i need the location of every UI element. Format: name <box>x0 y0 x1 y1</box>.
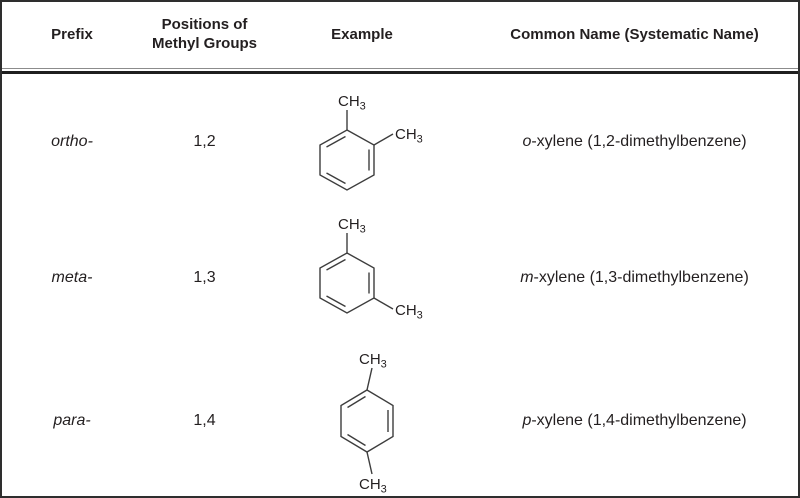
table-row-para: para- 1,4 CH3 CH3 p-xylene (1,4-dimethyl… <box>2 345 798 496</box>
double-bond <box>326 172 346 185</box>
double-bond <box>326 294 346 307</box>
double-bond <box>347 433 366 446</box>
methyl-label: CH3 <box>338 216 366 236</box>
common-name-para: p-xylene (1,4-dimethylbenzene) <box>457 412 798 430</box>
header-example: Example <box>331 25 393 43</box>
methyl-bond-position-4 <box>366 451 373 474</box>
prefix-para: para- <box>53 411 91 429</box>
double-bond <box>347 395 366 408</box>
name-rest: -xylene (1,3-dimethylbenzene) <box>533 268 749 286</box>
methyl-bond-position-2 <box>373 133 394 146</box>
methyl-label: CH3 <box>395 302 423 322</box>
name-italic-letter: p <box>522 411 532 429</box>
positions-1-4: 1,4 <box>193 411 216 429</box>
common-name-meta: m-xylene (1,3-dimethylbenzene) <box>457 269 798 287</box>
methyl-bond-position-1 <box>366 367 373 390</box>
common-name-ortho: o-xylene (1,2-dimethylbenzene) <box>457 133 798 151</box>
header-common-name: Common Name (Systematic Name) <box>510 25 759 43</box>
divider-thin-line <box>2 68 798 69</box>
benzene-structure-ortho: CH3 CH3 <box>319 93 423 191</box>
example-cell-meta: CH3 CH3 <box>267 213 457 343</box>
name-rest: -xylene (1,2-dimethylbenzene) <box>531 133 747 150</box>
positions-1-3: 1,3 <box>193 268 216 286</box>
benzene-ring <box>319 251 375 314</box>
benzene-structure-para: CH3 CH3 <box>340 351 394 496</box>
double-bond <box>326 135 346 148</box>
prefix-ortho: ortho- <box>51 133 93 150</box>
table-row-meta: meta- 1,3 CH3 CH3 m-xylene (1,3-dimethyl… <box>2 210 798 345</box>
double-bond <box>326 258 346 271</box>
methyl-bond-position-3 <box>373 296 394 310</box>
example-cell-ortho: CH3 CH3 <box>267 74 457 210</box>
positions-1-2: 1,2 <box>193 133 216 150</box>
methyl-label: CH3 <box>359 351 387 371</box>
methyl-label: CH3 <box>338 93 366 113</box>
benzene-ring <box>319 129 375 191</box>
benzene-ring <box>340 388 394 453</box>
divider-gap <box>2 69 798 71</box>
divider-thick-line <box>2 71 798 74</box>
header-divider <box>2 68 798 74</box>
name-rest: -xylene (1,4-dimethylbenzene) <box>531 411 747 429</box>
benzene-structure-meta: CH3 CH3 <box>319 216 423 322</box>
methyl-label: CH3 <box>359 476 387 496</box>
header-prefix: Prefix <box>51 25 93 43</box>
table-row-ortho: ortho- 1,2 CH3 CH3 o-xylene (1,2-dimethy… <box>2 74 798 210</box>
prefix-meta: meta- <box>51 268 93 286</box>
name-italic-letter: o <box>522 133 532 150</box>
methyl-label: CH3 <box>395 126 423 146</box>
header-positions: Positions of Methyl Groups <box>151 16 257 52</box>
table-header-row: Prefix Positions of Methyl Groups Exampl… <box>2 2 798 68</box>
example-cell-para: CH3 CH3 <box>267 346 457 496</box>
name-italic-letter: m <box>520 268 534 286</box>
